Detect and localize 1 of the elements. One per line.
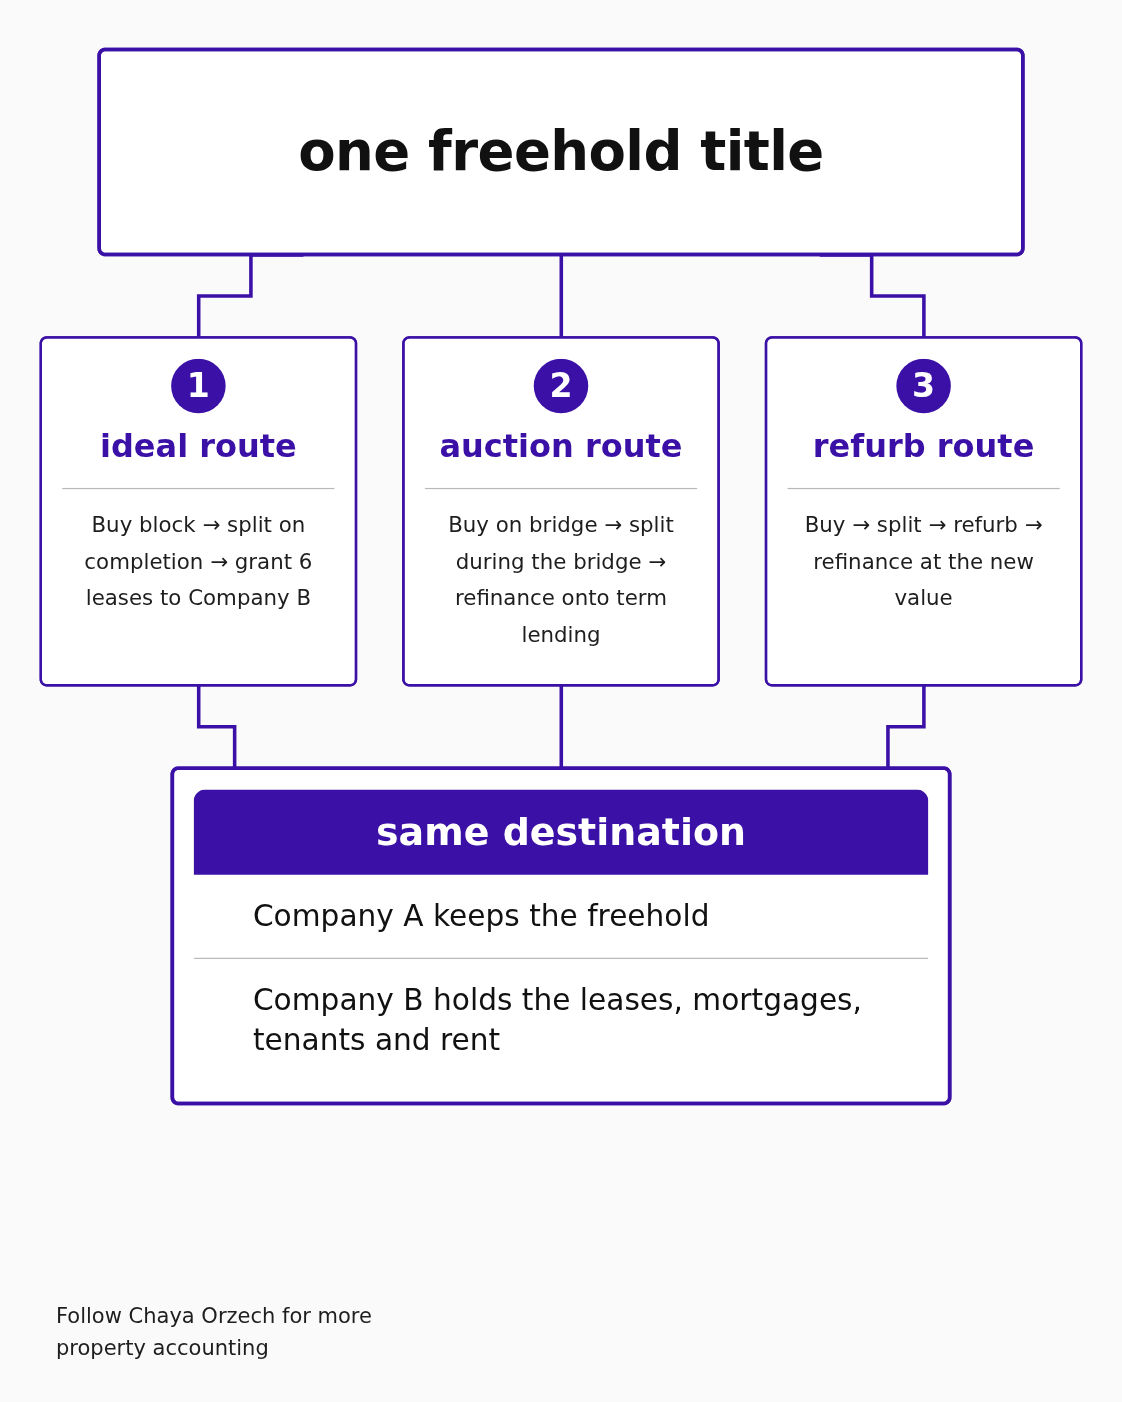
- footer-note: Follow Chaya Orzech for more property accounting: [56, 1303, 373, 1362]
